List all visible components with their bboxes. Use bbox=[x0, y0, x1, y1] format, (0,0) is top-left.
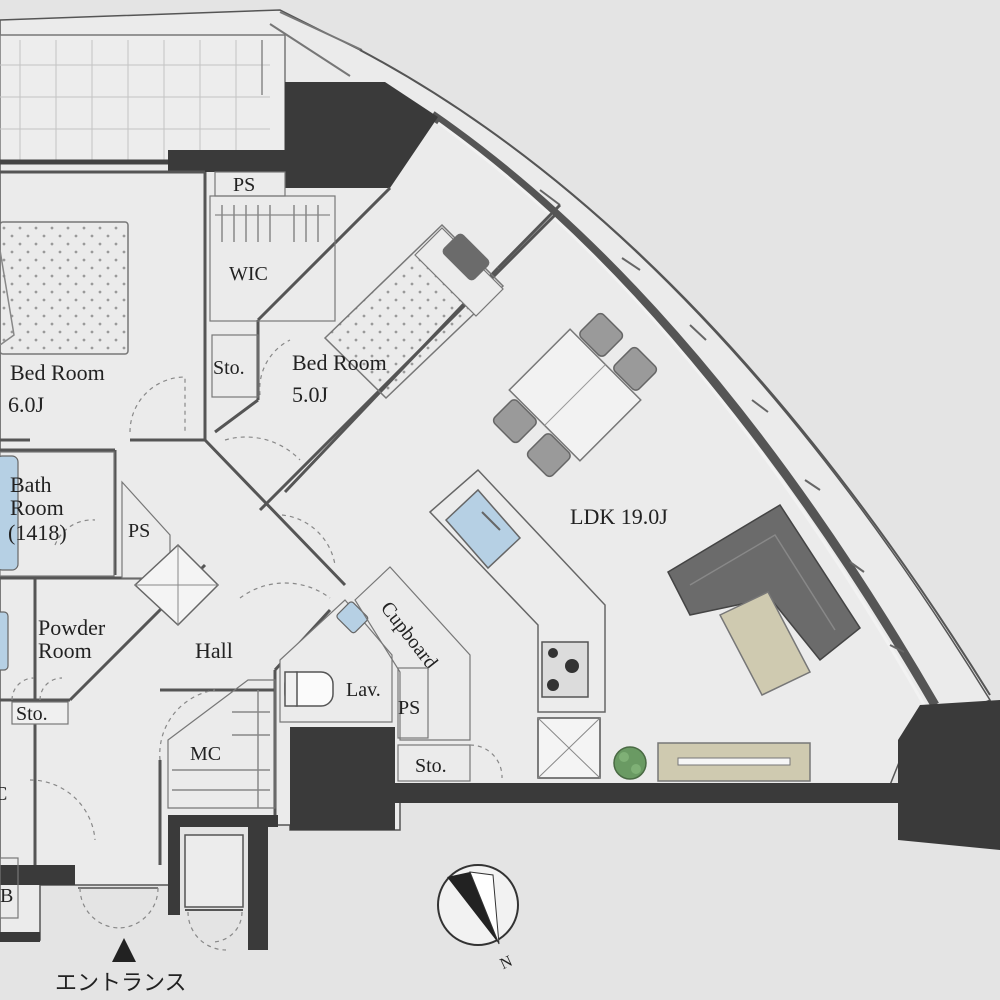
window-mullions bbox=[539, 189, 905, 653]
hall: Hall bbox=[29, 514, 336, 841]
sto-lav-label: Sto. bbox=[415, 755, 447, 777]
ps-bath-label: PS bbox=[128, 520, 150, 542]
bath-size: (1418) bbox=[8, 520, 67, 545]
powder-label-1: Powder bbox=[38, 615, 106, 640]
entrance-label: エントランス bbox=[55, 970, 187, 995]
hall-label: Hall bbox=[195, 638, 233, 663]
dining-set bbox=[492, 312, 658, 478]
wic-area: PS WIC Sto. bbox=[209, 171, 336, 398]
hand-sink bbox=[336, 601, 369, 634]
bed-1 bbox=[0, 221, 129, 355]
lavatory: Lav. Cupboard PS Sto. bbox=[279, 566, 503, 782]
mc-closet: MC bbox=[167, 679, 276, 809]
compass-icon: N bbox=[437, 864, 519, 973]
bedroom-2-size: 5.0J bbox=[292, 382, 329, 407]
living: LDK 19.0J bbox=[570, 503, 861, 782]
bedroom-2-label: Bed Room bbox=[292, 350, 387, 375]
powder-label-2: Room bbox=[38, 638, 92, 663]
edge-label-c: C bbox=[0, 783, 7, 805]
coffee-table bbox=[718, 591, 812, 696]
bedroom-1-size: 6.0J bbox=[8, 392, 45, 417]
bath-label-2: Room bbox=[10, 495, 64, 520]
kitchen-sink bbox=[444, 488, 522, 570]
kitchen bbox=[428, 468, 606, 779]
sto-bed-label: Sto. bbox=[213, 357, 245, 379]
ldk-label: LDK 19.0J bbox=[570, 504, 668, 529]
curved-window bbox=[429, 111, 939, 708]
vanity-sink bbox=[0, 611, 9, 671]
plant bbox=[613, 746, 647, 780]
walls bbox=[0, 82, 1000, 950]
sto-powder-label: Sto. bbox=[16, 703, 48, 725]
ps-lav-label: PS bbox=[398, 697, 420, 719]
mc-label: MC bbox=[190, 743, 221, 765]
entrance-arrow-icon bbox=[112, 938, 136, 962]
bedroom-2: Bed Room 5.0J bbox=[224, 223, 505, 461]
bathtub bbox=[0, 455, 19, 571]
lav-label: Lav. bbox=[346, 679, 381, 701]
edge-label-b: B bbox=[0, 885, 13, 907]
sofa bbox=[667, 503, 861, 662]
bedroom-1: Bed Room 6.0J bbox=[0, 221, 186, 433]
wic-label: WIC bbox=[229, 263, 268, 285]
bath-label-1: Bath bbox=[10, 472, 52, 497]
bedroom-1-label: Bed Room bbox=[10, 360, 105, 385]
entrance-area: エントランス bbox=[55, 834, 244, 995]
ps-top-label: PS bbox=[233, 174, 255, 196]
bath-room: Bath Room (1418) PS bbox=[0, 451, 171, 579]
balcony bbox=[0, 11, 363, 165]
powder-room: Powder Room Sto. bbox=[0, 543, 220, 725]
